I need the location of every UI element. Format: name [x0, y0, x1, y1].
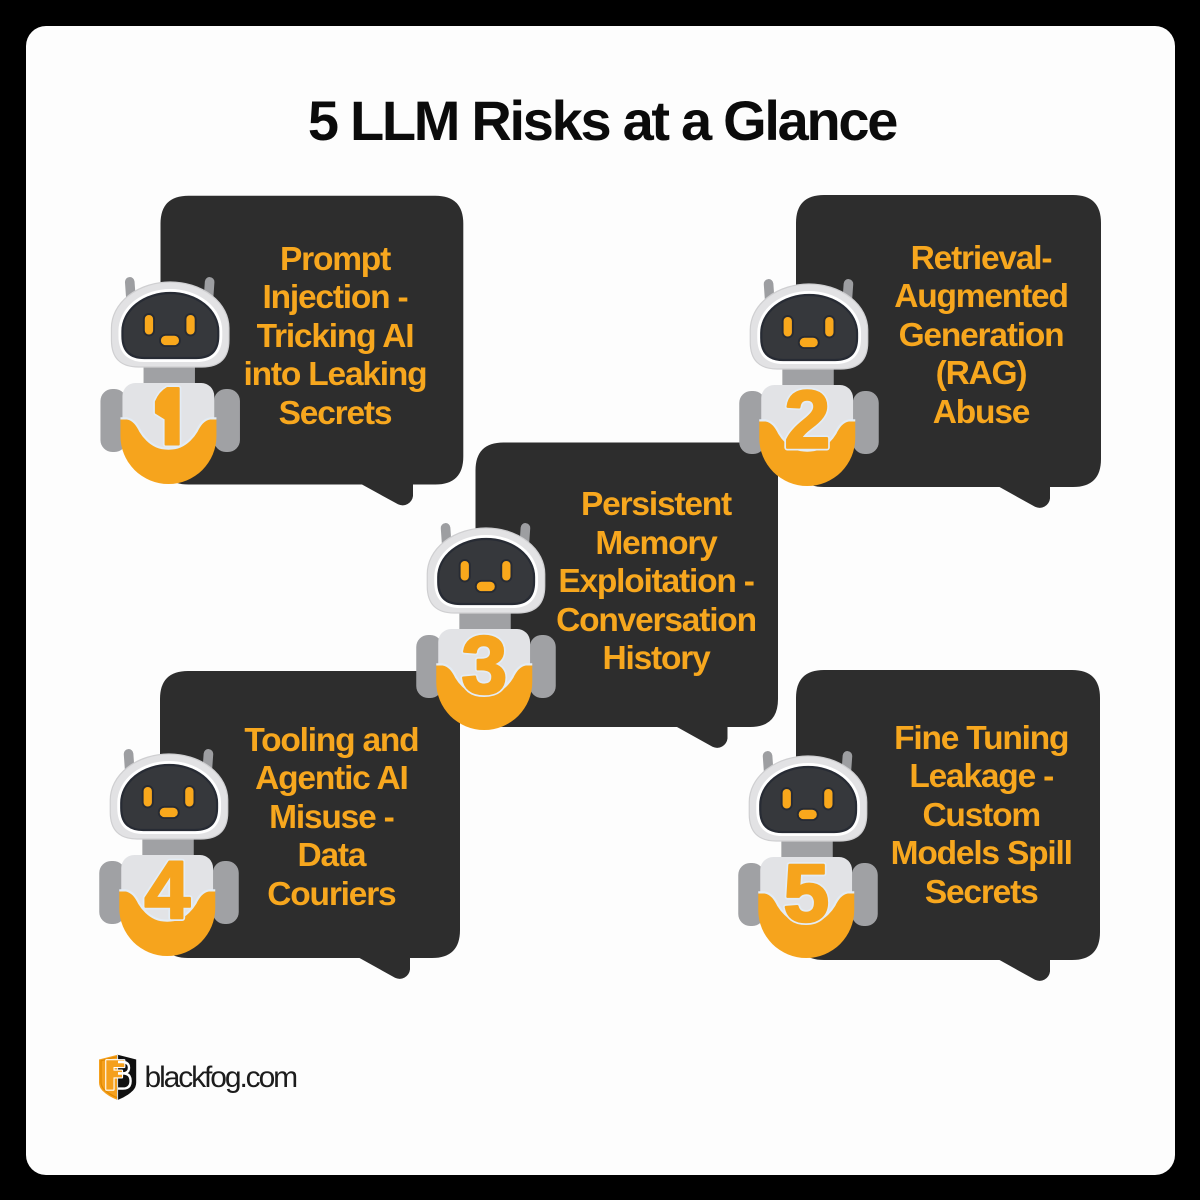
svg-text:3: 3: [461, 620, 507, 711]
svg-text:5: 5: [783, 848, 829, 939]
svg-text:4: 4: [144, 845, 190, 936]
svg-text:2: 2: [784, 375, 830, 466]
svg-text:3: 3: [461, 620, 507, 711]
svg-text:4: 4: [144, 845, 190, 936]
svg-text:5: 5: [783, 848, 829, 939]
svg-text:2: 2: [784, 375, 830, 466]
